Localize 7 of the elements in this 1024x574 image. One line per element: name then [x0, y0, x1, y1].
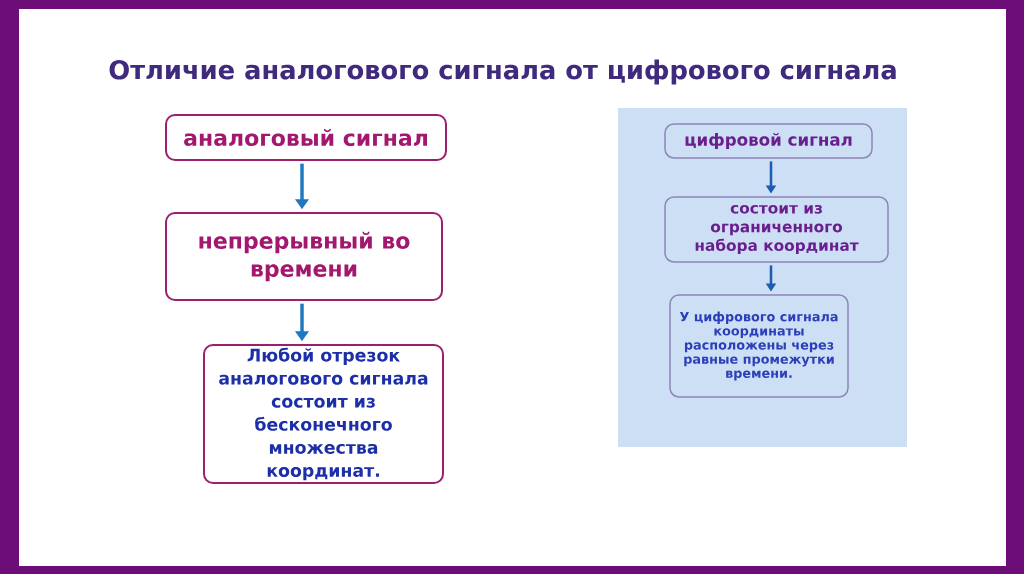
- process-box: цифровой сигнал: [664, 123, 873, 159]
- process-box: аналоговый сигнал: [165, 114, 447, 161]
- process-box: непрерывный во времени: [165, 212, 443, 301]
- process-box: У цифрового сигнала координаты расположены через равные промежутки времени.: [669, 294, 849, 398]
- process-box: состоит из ограниченного набора координат: [664, 196, 889, 263]
- process-box: Любой отрезок аналогового сигнала состоит из бесконечного множества координат.: [203, 344, 444, 484]
- title: Отличие аналогового сигнала от цифрового сигнала: [109, 59, 896, 85]
